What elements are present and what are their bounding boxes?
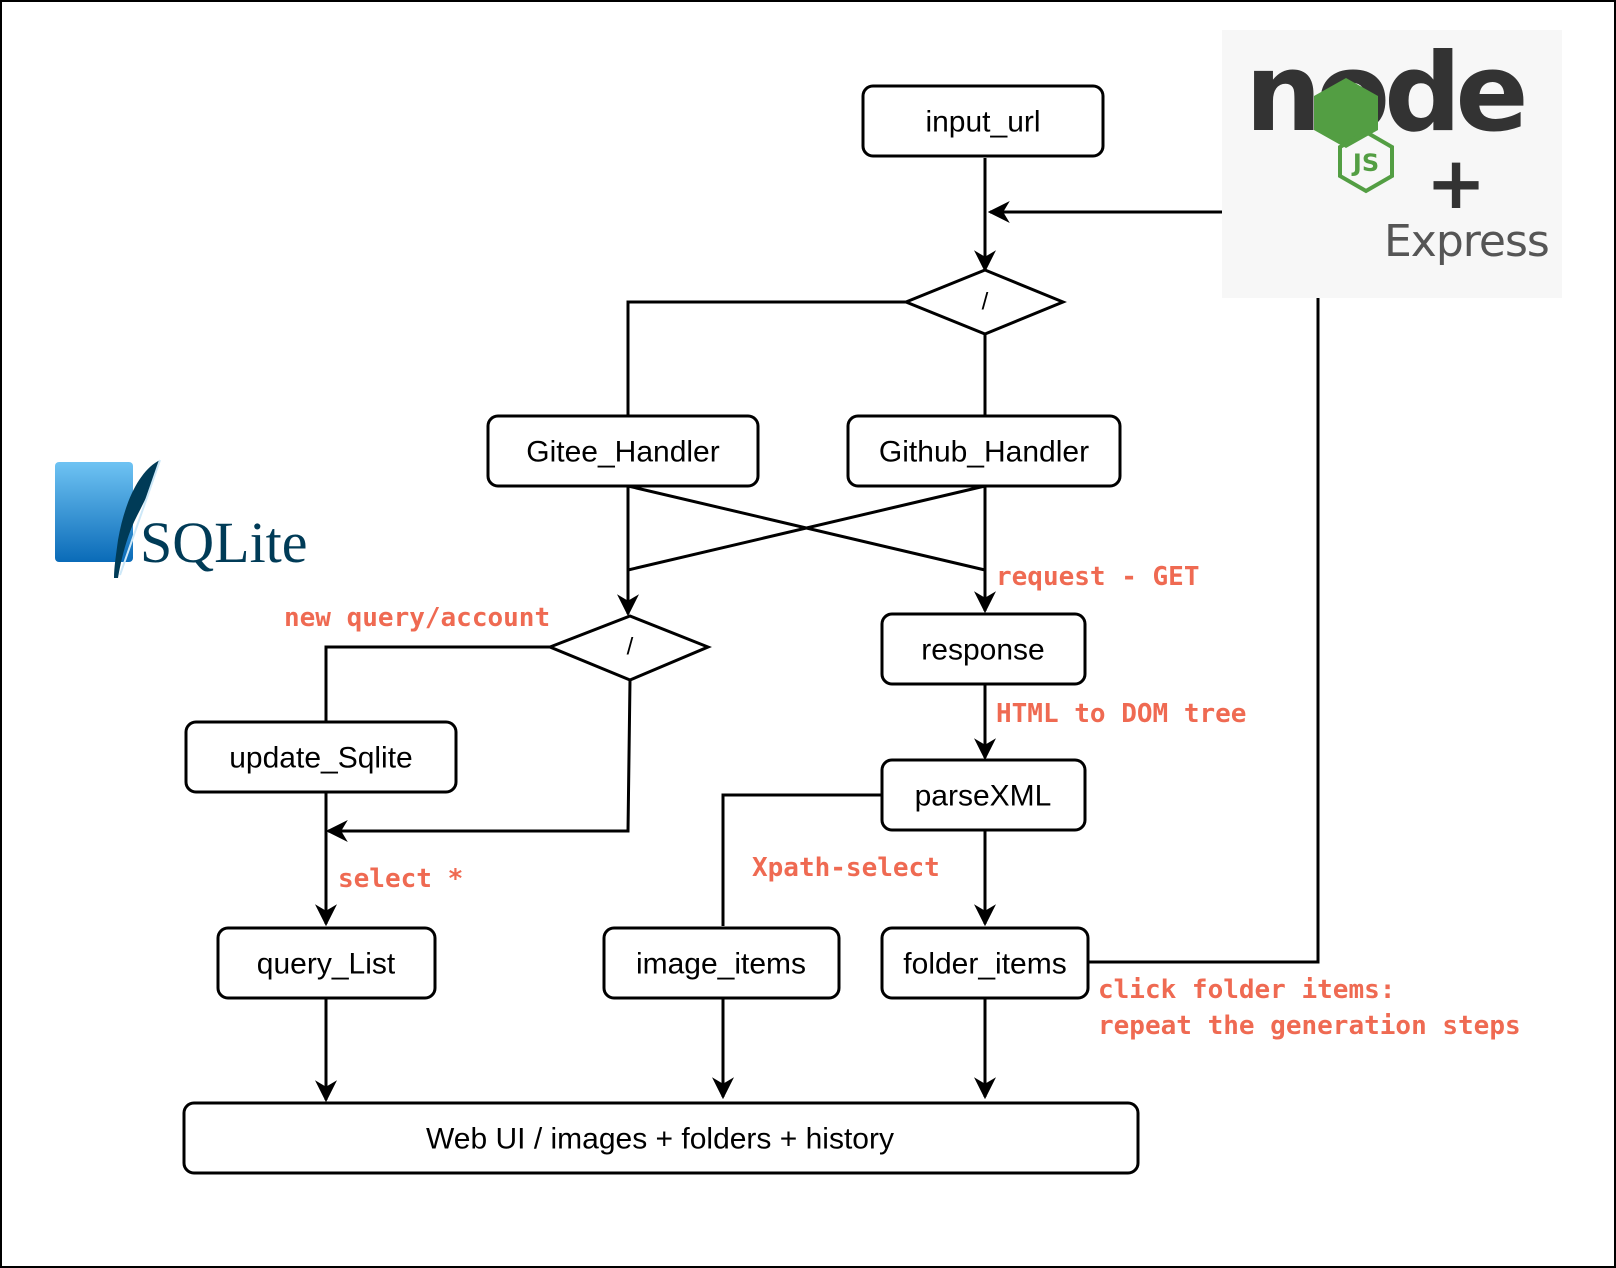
- node-image-items-label: image_items: [636, 948, 806, 981]
- decision-top-shape: [902, 268, 1067, 336]
- node-image-items-box: [602, 926, 841, 1000]
- node-response-label: response: [921, 634, 1044, 667]
- sqlite-logo: SQLite: [55, 459, 308, 578]
- express-logo-text: Express: [1384, 216, 1549, 267]
- node-image-items: image_items: [602, 926, 841, 1000]
- node-folder-items-box: [880, 926, 1090, 1000]
- node-input-url-box: [861, 84, 1105, 158]
- node-gitee-handler: Gitee_Handler: [486, 414, 760, 488]
- node-update-sqlite-label: update_Sqlite: [229, 742, 413, 775]
- node-gitee-handler-box: [486, 414, 760, 488]
- node-parse-xml-label: parseXML: [915, 780, 1052, 813]
- label-xpath-select: Xpath-select: [752, 853, 940, 883]
- edge-decision-to-join: [325, 679, 632, 842]
- label-request-get: request - GET: [996, 562, 1200, 592]
- label-select-all: select *: [338, 864, 463, 894]
- node-query-list: query_List: [216, 926, 437, 1000]
- node-query-list-box: [216, 926, 437, 1000]
- decision-bottom-label: /: [627, 634, 634, 661]
- node-update-sqlite-box: [184, 720, 458, 794]
- label-new-query: new query/account: [284, 603, 550, 633]
- label-click-folder-1: click folder items:: [1098, 975, 1395, 1005]
- node-express-logo: node JS + Express: [1222, 30, 1562, 298]
- feather-quill-line: [119, 459, 161, 576]
- js-badge-text: JS: [1351, 149, 1379, 177]
- node-input-url-label: input_url: [925, 106, 1040, 139]
- feather-icon: [114, 460, 160, 578]
- edge-labels: request - GET new query/account HTML to …: [284, 562, 1521, 1041]
- node-web-ui-box: [182, 1101, 1140, 1175]
- node-folder-items: folder_items: [880, 926, 1090, 1000]
- sqlite-logo-text: SQLite: [140, 510, 308, 575]
- js-hexagon-icon: [1338, 129, 1394, 194]
- node-logo-text: node: [1245, 31, 1524, 156]
- node-parse-xml: parseXML: [880, 758, 1087, 832]
- edge-decision-to-update: [324, 645, 550, 722]
- node-github-handler-box: [846, 414, 1122, 488]
- label-click-folder-2: repeat the generation steps: [1098, 1011, 1521, 1041]
- label-html-to-dom: HTML to DOM tree: [996, 699, 1246, 729]
- edge-github-cross: [627, 484, 986, 572]
- node-github-handler-label: Github_Handler: [879, 436, 1089, 469]
- plus-sign: +: [1426, 141, 1486, 225]
- node-web-ui-label: Web UI / images + folders + history: [426, 1123, 894, 1156]
- edges: [315, 158, 1320, 1103]
- node-web-ui: Web UI / images + folders + history: [182, 1101, 1140, 1175]
- node-hexagon-icon: [1314, 78, 1378, 148]
- sqlite-logo-square: [55, 462, 133, 562]
- decision-top-label: /: [982, 289, 989, 316]
- edge-folder-loop: [987, 201, 1320, 964]
- node-github-handler: Github_Handler: [846, 414, 1122, 488]
- node-update-sqlite: update_Sqlite: [184, 720, 458, 794]
- node-response-box: [880, 612, 1087, 686]
- edge-decision-to-gitee: [626, 300, 906, 416]
- node-query-list-label: query_List: [257, 948, 396, 981]
- edge-parse-to-image: [721, 793, 882, 926]
- decision-bottom-shape: [545, 614, 712, 682]
- node-response: response: [880, 612, 1087, 686]
- decision-top: /: [902, 268, 1067, 336]
- decision-bottom: /: [545, 614, 712, 682]
- node-input-url: input_url: [861, 84, 1105, 158]
- node-parse-xml-box: [880, 758, 1087, 832]
- node-gitee-handler-label: Gitee_Handler: [526, 436, 719, 469]
- node-folder-items-label: folder_items: [903, 948, 1066, 981]
